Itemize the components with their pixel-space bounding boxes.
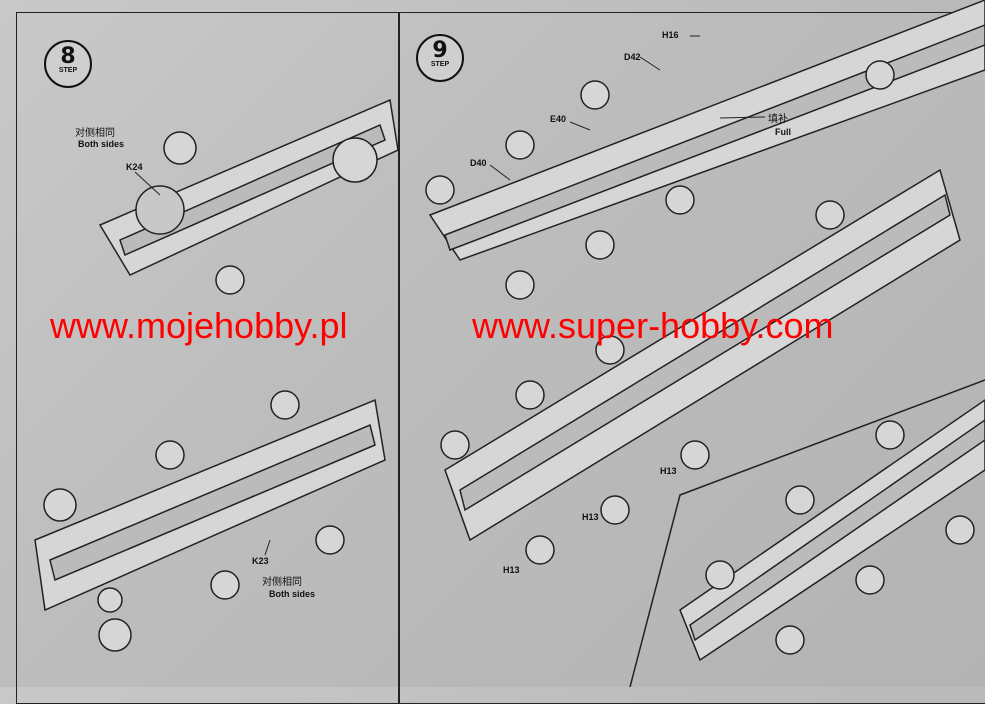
chassis-step9-middle	[440, 168, 961, 565]
chassis-front-drawing	[98, 98, 399, 295]
step-label: STEP	[58, 67, 78, 74]
part-label-k23: K23	[252, 556, 269, 566]
both-sides-cn: 对侧相同	[75, 128, 115, 139]
fill-en: Full	[775, 127, 791, 137]
both-sides-en: Both sides	[78, 139, 125, 149]
part-label-e40: E40	[550, 114, 567, 124]
both-sides-en: Both sides	[269, 589, 316, 599]
step-8-badge: 8 STEP	[44, 40, 92, 88]
step-number: 8	[60, 44, 76, 69]
part-label-d40: D40	[470, 158, 487, 168]
chassis-illustrations	[34, 0, 985, 687]
fill-cn: 填补	[768, 114, 788, 125]
part-label-k24: K24	[126, 162, 143, 172]
part-label-h16: H16	[662, 30, 679, 40]
watermark-mojehobby: www.mojehobby.pl	[50, 305, 348, 346]
step-9-badge: 9 STEP	[416, 34, 464, 82]
watermark-super-hobby: www.super-hobby.com	[472, 305, 834, 346]
chassis-step9-top	[425, 0, 985, 300]
part-label-h13: H13	[660, 466, 677, 476]
step-label: STEP	[430, 61, 450, 68]
both-sides-cn: 对侧相同	[262, 577, 302, 588]
part-label-h13: H13	[503, 565, 520, 575]
part-label-d42: D42	[624, 52, 641, 62]
part-label-h13: H13	[582, 512, 599, 522]
chassis-step9-bottom	[679, 399, 985, 662]
step-number: 9	[432, 38, 448, 63]
chassis-rear-drawing	[34, 390, 386, 652]
